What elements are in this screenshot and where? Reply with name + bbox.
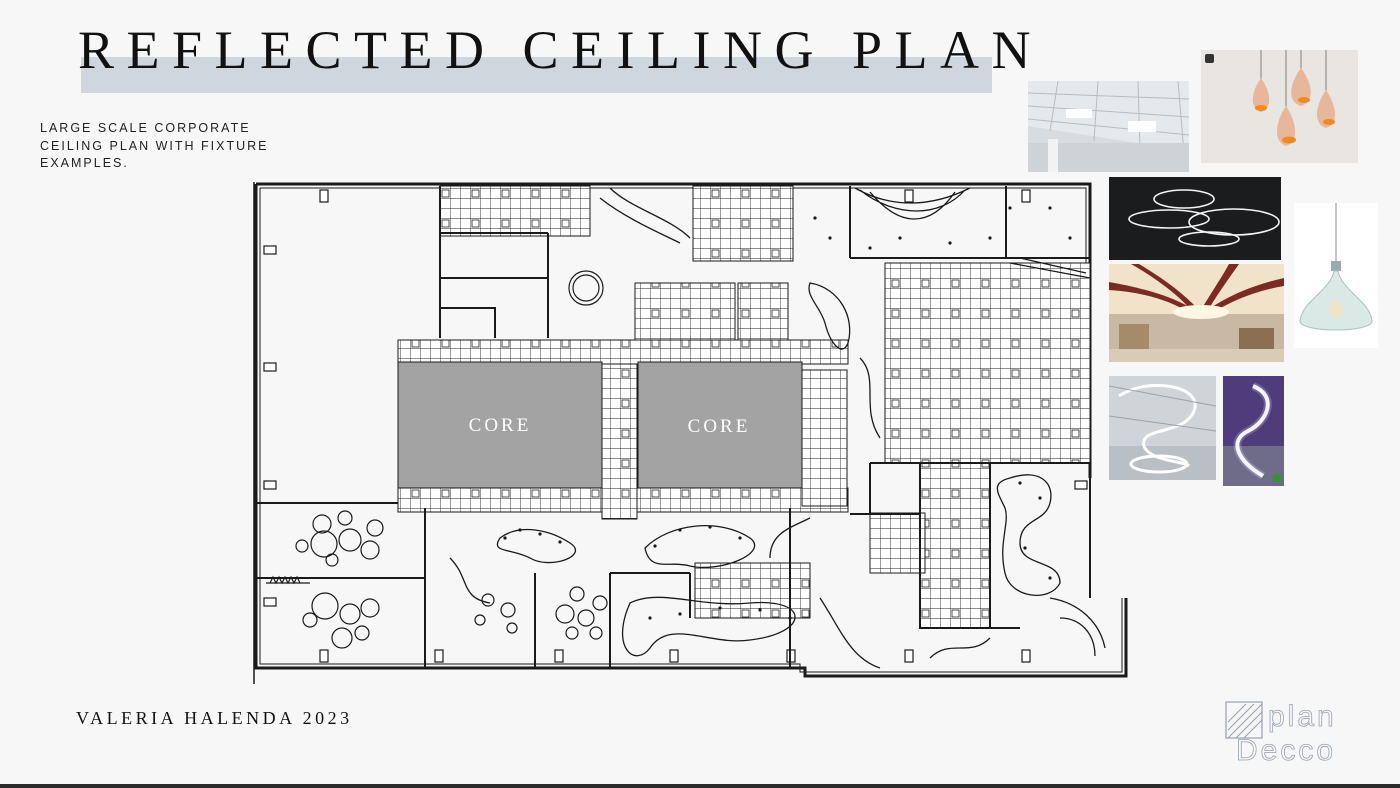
- logo-top-word: plan: [1268, 700, 1337, 733]
- plandecco-logo: plan Decco: [1225, 700, 1337, 764]
- recessed-downlights: [503, 206, 1072, 620]
- core-right: [637, 361, 803, 489]
- glass-pendant-lamp-photo: [1294, 203, 1378, 348]
- wavy-led-strip-photo: [1223, 376, 1284, 486]
- organic-led-bands: [449, 187, 1061, 669]
- circle-fixture-clusters: [295, 270, 608, 649]
- slide-subtitle: LARGE SCALE CORPORATE CEILING PLAN WITH …: [40, 121, 269, 170]
- bottom-rule: [0, 784, 1400, 788]
- author-credit: VALERIA HALENDA 2023: [76, 708, 353, 728]
- core-left-label: CORE: [469, 415, 532, 436]
- spiral-led-ceiling-photo: [1109, 376, 1216, 480]
- pendant-drop-lamps-photo: [1201, 50, 1358, 163]
- wood-beam-cove-ceiling-photo: [1109, 264, 1284, 362]
- logo-bottom-word: Decco: [1236, 734, 1336, 764]
- core-right-label: CORE: [688, 416, 751, 437]
- slide-title: REFLECTED CEILING PLAN: [78, 20, 1043, 80]
- ceiling-plan-drawing: CORE CORE: [253, 182, 1128, 684]
- core-left: [397, 361, 603, 489]
- acoustic-tile-ceiling-photo: [1028, 81, 1189, 172]
- title-highlight-band: [81, 57, 992, 93]
- ring-led-chandelier-photo: [1109, 177, 1281, 260]
